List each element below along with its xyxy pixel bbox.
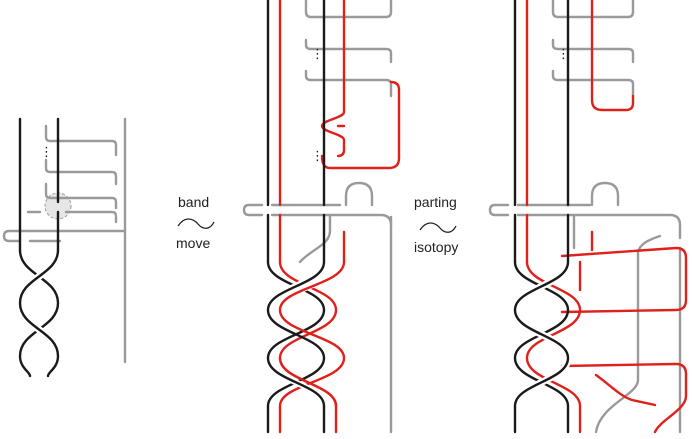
parting-isotopy-label: parting isotopy [414, 194, 458, 255]
parting-tilde-icon [419, 222, 457, 233]
right-braid-diagram: ⋮ [488, 0, 688, 434]
middle-gray-comb [242, 0, 393, 434]
band-tilde-icon [177, 218, 215, 229]
band-move-label-bottom: move [176, 235, 210, 251]
right-black-strands [511, 0, 572, 434]
middle-ellipsis-bottom: ⋮ [311, 149, 324, 164]
band-move-label: band move [176, 194, 215, 251]
middle-braid [264, 260, 346, 434]
band-move-label-top: band [178, 194, 209, 210]
right-ellipsis: ⋮ [557, 47, 570, 62]
middle-ellipsis-top: ⋮ [311, 47, 324, 62]
left-black-braid [16, 117, 62, 378]
middle-red-strand [278, 0, 401, 264]
middle-braid-diagram: ⋮ ⋮ [242, 0, 401, 434]
parting-label-bottom: isotopy [414, 239, 458, 255]
left-braid-diagram: ⋮ [2, 117, 127, 378]
left-ellipsis: ⋮ [40, 145, 53, 160]
parting-label-top: parting [414, 194, 457, 210]
middle-black-strands [266, 0, 326, 264]
right-red-strand [525, 0, 688, 434]
left-gray-comb [2, 117, 127, 364]
